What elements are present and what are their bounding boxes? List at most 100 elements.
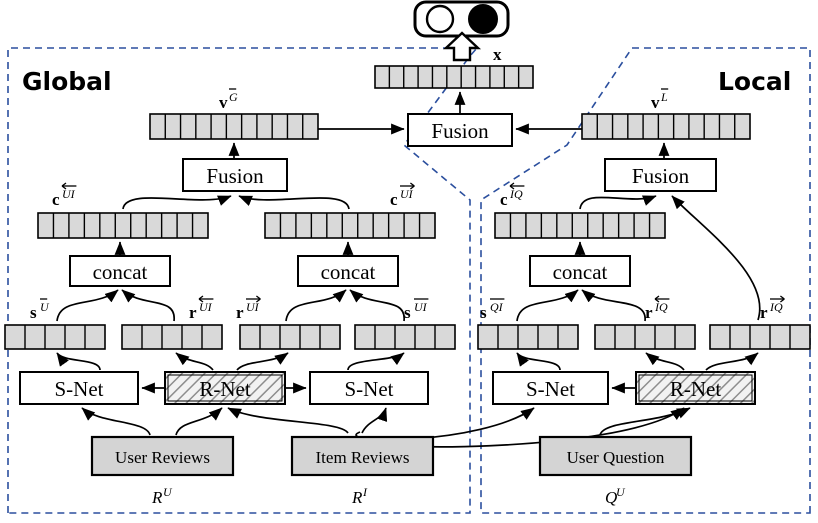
vector-cells-rUIf [239, 324, 341, 350]
box-frame-concat-1 [69, 255, 171, 287]
vector-symbol-sUI: s [404, 303, 411, 322]
box-label-snet-item: S-Net [345, 377, 394, 401]
answer-yes-circle [468, 4, 498, 34]
vector-superscript-sU: U [40, 300, 50, 314]
box-fusion-local[interactable]: Fusion [604, 158, 717, 192]
vector-superscript-cIQb: IQ [509, 187, 523, 201]
vector-arrow-left-cIQb [509, 182, 515, 190]
box-concat-1[interactable]: concat [69, 255, 171, 287]
vector-superscript-sQI: QI [490, 300, 504, 314]
box-concat-3[interactable]: concat [529, 255, 631, 287]
source-frame-user-reviews [90, 435, 235, 477]
vector-superscript-cUIb: UI [62, 187, 76, 201]
vector-cells-x [374, 65, 534, 89]
vector-label-x: x [493, 45, 502, 64]
box-frame-fusion-local [604, 158, 717, 192]
box-concat-2[interactable]: concat [297, 255, 399, 287]
vector-symbol-cIQb: c [500, 190, 508, 209]
box-snet-query[interactable]: S-Net [492, 371, 609, 405]
vector-arrow-right-rIQf [780, 295, 785, 303]
vector-superscript-rUIf: UI [246, 300, 260, 314]
vector-symbol-rUIf: r [236, 303, 244, 322]
vector-cells-sQI [477, 324, 579, 350]
source-frame-item-reviews [290, 435, 435, 477]
vector-cells-rIQf [709, 324, 811, 350]
box-frame-snet-user [19, 371, 139, 405]
vector-symbol-rUIb: r [189, 303, 197, 322]
vector-superscript-rUIb: UI [199, 300, 213, 314]
source-frame-user-question [538, 435, 693, 477]
vector-cells-vG [149, 113, 319, 140]
box-inner-rnet-local [638, 374, 753, 402]
box-inner-rnet-global [167, 374, 283, 402]
box-frame-concat-2 [297, 255, 399, 287]
vector-symbol-x: x [493, 45, 502, 64]
box-frame-rnet-global [164, 371, 286, 405]
vector-arrow-left-rUIb [198, 295, 204, 303]
source-symbol-user-question: Q [605, 488, 617, 507]
box-fusion-global[interactable]: Fusion [182, 158, 288, 192]
box-rnet-global[interactable]: R-Net [164, 371, 286, 405]
box-frame-snet-query [492, 371, 609, 405]
vector-superscript-rIQb: IQ [654, 300, 668, 314]
vector-superscript-rIQf: IQ [769, 300, 783, 314]
box-label-fusion-top: Fusion [431, 119, 489, 143]
vector-cells-sUI [354, 324, 456, 350]
box-label-concat-3: concat [553, 260, 608, 284]
box-snet-user[interactable]: S-Net [19, 371, 139, 405]
box-label-rnet-global: R-Net [199, 377, 250, 401]
vector-superscript-vG: G [229, 90, 238, 104]
vector-cells-cIQb [494, 212, 666, 239]
box-frame-fusion-top [407, 113, 513, 147]
box-label-rnet-local: R-Net [670, 377, 721, 401]
vector-arrow-right-rUIf [256, 295, 261, 303]
vector-cells-rUIb [121, 324, 223, 350]
box-label-concat-1: concat [93, 260, 148, 284]
source-label-user-reviews: User Reviews [115, 448, 210, 467]
vector-x: x [374, 45, 534, 89]
box-frame-rnet-local [635, 371, 756, 405]
vector-superscript-vL: L [660, 90, 668, 104]
box-label-fusion-global: Fusion [206, 164, 264, 188]
source-superscript-user-reviews: U [163, 485, 173, 499]
source-label-user-question: User Question [567, 448, 665, 467]
vector-symbol-rIQb: r [645, 303, 653, 322]
vector-arrow-left-cUIb [61, 182, 67, 190]
vector-arrow-left-rIQb [654, 295, 660, 303]
output-hollow-arrow [442, 31, 482, 62]
box-label-snet-query: S-Net [526, 377, 575, 401]
box-snet-item[interactable]: S-Net [309, 371, 429, 405]
source-label-item-reviews: Item Reviews [316, 448, 410, 467]
vector-cells-cUIb [37, 212, 209, 239]
box-fusion-top[interactable]: Fusion [407, 113, 513, 147]
box-rnet-local[interactable]: R-Net [635, 371, 756, 405]
region-label-global: Global [22, 67, 112, 96]
vector-symbol-sU: s [30, 303, 37, 322]
vector-symbol-vG: v [219, 93, 228, 112]
answer-no-circle [425, 4, 455, 34]
box-frame-fusion-global [182, 158, 288, 192]
box-frame-concat-3 [529, 255, 631, 287]
